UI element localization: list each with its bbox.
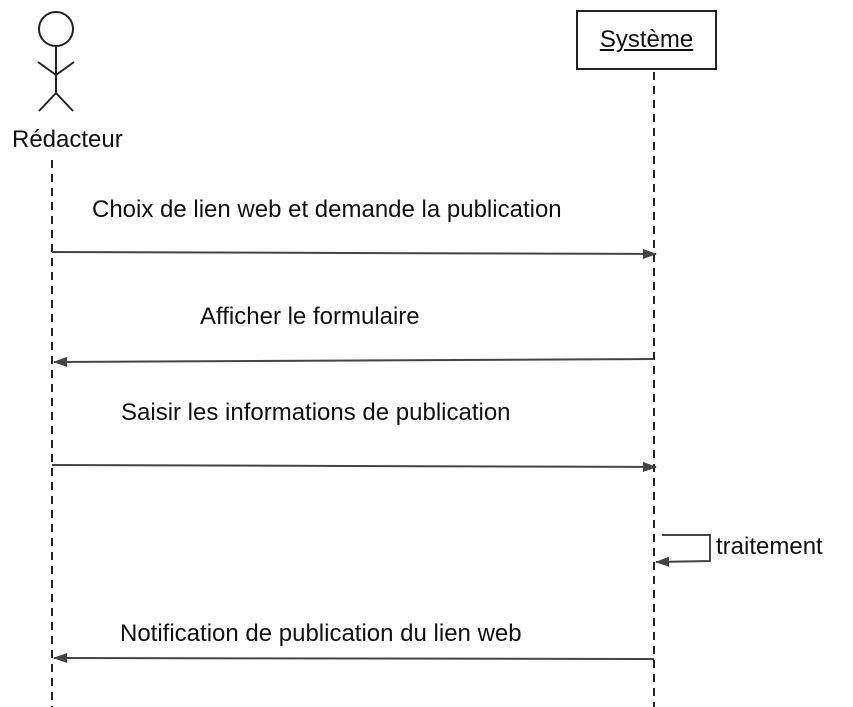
message-label-1: Choix de lien web et demande la publicat… [92, 196, 562, 223]
message-label-3: Saisir les informations de publication [121, 399, 511, 426]
self-message-arrow [655, 534, 711, 567]
message-arrow-3 [51, 461, 657, 472]
message-arrow-1 [51, 248, 657, 259]
message-arrow-2 [53, 356, 655, 367]
message-arrow-5 [53, 653, 655, 664]
actor-stick-figure-icon [37, 11, 75, 112]
system-label: Système [599, 26, 694, 53]
message-label-5: Notification de publication du lien web [120, 620, 522, 647]
message-label-2: Afficher le formulaire [200, 303, 420, 330]
system-participant-box: Système [576, 10, 717, 70]
actor-label: Rédacteur [12, 126, 123, 153]
self-message-label: traitement [716, 533, 823, 560]
